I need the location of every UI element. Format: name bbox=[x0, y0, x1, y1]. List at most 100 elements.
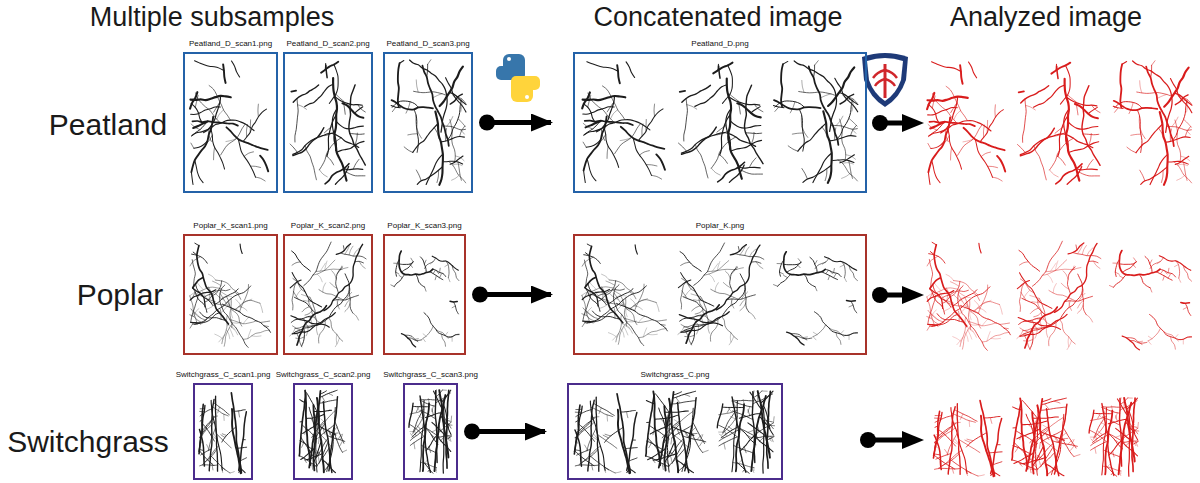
root-stroke bbox=[746, 132, 762, 134]
scan-image-box: Switchgrass_C_scan3.png bbox=[403, 369, 458, 480]
root-stroke bbox=[1102, 404, 1114, 476]
root-stroke bbox=[232, 61, 240, 77]
root-stroke bbox=[1041, 407, 1067, 410]
root-stroke bbox=[204, 96, 221, 133]
root-stroke bbox=[1120, 64, 1122, 107]
root-stroke bbox=[421, 445, 436, 453]
root-stroke bbox=[582, 92, 590, 108]
root-stroke bbox=[192, 254, 208, 263]
root-stroke bbox=[617, 296, 627, 297]
root-stroke bbox=[291, 313, 335, 324]
root-stroke bbox=[576, 409, 592, 416]
root-stroke bbox=[1050, 170, 1059, 177]
image-frame bbox=[183, 234, 278, 355]
root-stroke bbox=[425, 258, 436, 269]
root-stroke bbox=[991, 418, 1002, 473]
root-stroke bbox=[1074, 455, 1080, 457]
root-stroke bbox=[945, 130, 948, 142]
root-stroke bbox=[728, 408, 732, 412]
root-stroke bbox=[442, 334, 446, 346]
root-stroke bbox=[1091, 435, 1108, 445]
root-stroke bbox=[583, 308, 599, 319]
root-stroke bbox=[617, 65, 620, 83]
root-stroke bbox=[414, 429, 415, 435]
root-stroke bbox=[413, 91, 446, 95]
image-frame bbox=[403, 383, 458, 480]
root-stroke bbox=[336, 267, 343, 293]
root-stroke bbox=[336, 244, 350, 255]
root-stroke bbox=[586, 121, 601, 127]
root-stroke bbox=[957, 404, 960, 475]
root-stroke bbox=[452, 306, 455, 308]
root-stroke bbox=[1020, 128, 1054, 155]
root-stroke bbox=[1013, 446, 1030, 454]
root-stroke bbox=[340, 434, 342, 440]
root-stroke bbox=[1184, 119, 1192, 127]
root-stroke bbox=[585, 445, 588, 450]
root-stroke bbox=[451, 416, 453, 422]
root-stroke bbox=[624, 318, 653, 322]
root-stroke bbox=[1122, 336, 1139, 350]
root-stroke bbox=[1065, 79, 1080, 181]
root-stroke bbox=[410, 436, 425, 446]
root-stroke bbox=[1087, 159, 1093, 169]
root-stroke bbox=[1020, 273, 1052, 309]
root-stroke bbox=[1152, 61, 1155, 66]
root-stroke bbox=[787, 332, 805, 345]
root-stroke bbox=[836, 333, 841, 345]
root-stroke bbox=[608, 333, 617, 338]
root-stroke bbox=[296, 289, 301, 297]
root-scan bbox=[717, 391, 774, 473]
root-stroke bbox=[728, 426, 733, 429]
root-stroke bbox=[223, 64, 225, 83]
root-stroke bbox=[458, 119, 465, 127]
root-stroke bbox=[993, 462, 1002, 465]
root-stroke bbox=[1057, 66, 1058, 78]
file-name: Peatland_D_scan3.png bbox=[343, 38, 513, 50]
root-stroke bbox=[392, 107, 395, 111]
root-stroke bbox=[951, 148, 952, 160]
root-stroke bbox=[749, 312, 756, 319]
root-stroke bbox=[608, 289, 633, 304]
root-stroke bbox=[290, 144, 297, 152]
root-stroke bbox=[304, 242, 331, 285]
root-stroke bbox=[460, 126, 465, 136]
root-stroke bbox=[695, 309, 703, 314]
root-stroke bbox=[588, 287, 616, 295]
root-stroke bbox=[327, 436, 344, 442]
root-stroke bbox=[954, 281, 978, 295]
root-stroke bbox=[452, 174, 460, 180]
root-stroke bbox=[587, 159, 596, 181]
root-stroke bbox=[727, 407, 730, 412]
root-stroke bbox=[1055, 261, 1058, 271]
root-stroke bbox=[1099, 414, 1102, 418]
root-stroke bbox=[950, 282, 959, 287]
root-stroke bbox=[450, 300, 457, 302]
root-stroke bbox=[349, 246, 353, 255]
root-stroke bbox=[1129, 102, 1133, 113]
root-stroke bbox=[411, 434, 414, 438]
root-stroke bbox=[960, 65, 962, 83]
root-stroke bbox=[1023, 99, 1027, 142]
root-stroke bbox=[1137, 92, 1172, 96]
image-frame bbox=[383, 52, 473, 193]
root-stroke bbox=[1170, 129, 1171, 141]
root-stroke bbox=[733, 411, 753, 419]
root-stroke bbox=[191, 117, 213, 172]
root-stroke bbox=[1091, 439, 1095, 443]
root-stroke bbox=[192, 120, 254, 135]
root-stroke bbox=[1179, 278, 1181, 282]
arrow-head bbox=[902, 114, 924, 132]
root-stroke bbox=[659, 392, 674, 468]
root-stroke bbox=[1150, 258, 1163, 269]
root-stroke bbox=[302, 307, 309, 312]
root-stroke bbox=[735, 254, 764, 260]
image-frame bbox=[573, 234, 867, 355]
root-stroke bbox=[724, 430, 726, 436]
root-stroke bbox=[939, 454, 959, 468]
root-stroke bbox=[441, 136, 464, 141]
root-stroke bbox=[1109, 286, 1113, 288]
root-stroke bbox=[394, 274, 404, 286]
root-stroke bbox=[616, 303, 667, 331]
root-stroke bbox=[297, 333, 302, 346]
